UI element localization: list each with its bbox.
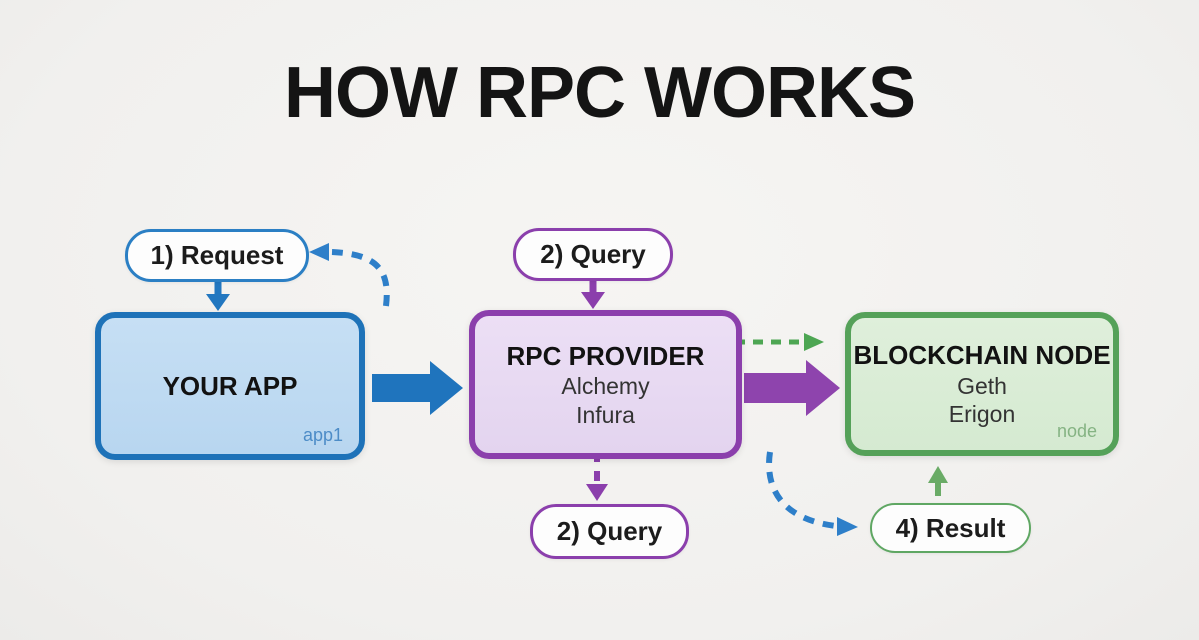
blockchain-node-title: BLOCKCHAIN NODE — [853, 340, 1111, 370]
query-to-rpc-arrow — [581, 279, 605, 309]
your-app-node: YOUR APP app1 — [95, 312, 365, 460]
rpc-provider-line-1: Alchemy — [561, 373, 650, 399]
page-title: HOW RPC WORKS — [284, 53, 916, 133]
return-to-request-dashed-arrow — [309, 243, 390, 307]
rpc-provider-node: RPC PROVIDER Alchemy Infura — [469, 310, 742, 459]
query-top-label-text: 2) Query — [540, 239, 646, 269]
rpc-to-query-dashed-arrow — [586, 452, 608, 501]
request-label-pill: 1) Request — [125, 229, 309, 282]
rpc-provider-line-2: Infura — [576, 401, 635, 428]
blockchain-node-line-2: Erigon — [948, 401, 1016, 428]
your-app-tag: app1 — [302, 425, 343, 445]
rpc-provider-title: RPC PROVIDER — [506, 340, 705, 371]
blockchain-node-tag: node — [1056, 421, 1097, 441]
query-top-label-pill: 2) Query — [513, 228, 673, 281]
result-to-chain-arrow — [928, 466, 948, 496]
request-label-text: 1) Request — [150, 240, 284, 270]
app-to-rpc-arrow — [372, 361, 463, 415]
blockchain-node-line-1: Geth — [957, 372, 1007, 399]
query-bottom-label-text: 2) Query — [556, 516, 663, 546]
request-to-app-arrow — [206, 282, 230, 311]
rpc-to-result-dashed-arrow — [766, 451, 858, 536]
result-label-text: 4) Result — [895, 512, 1006, 543]
blockchain-node: BLOCKCHAIN NODE Geth Erigon node — [845, 312, 1119, 456]
rpc-to-chain-arrow — [744, 360, 840, 416]
query-bottom-label-pill: 2) Query — [530, 504, 689, 559]
rpc-to-chain-dashed-arrow — [735, 333, 824, 351]
result-label-pill: 4) Result — [870, 503, 1031, 553]
your-app-title: YOUR APP — [162, 370, 298, 401]
